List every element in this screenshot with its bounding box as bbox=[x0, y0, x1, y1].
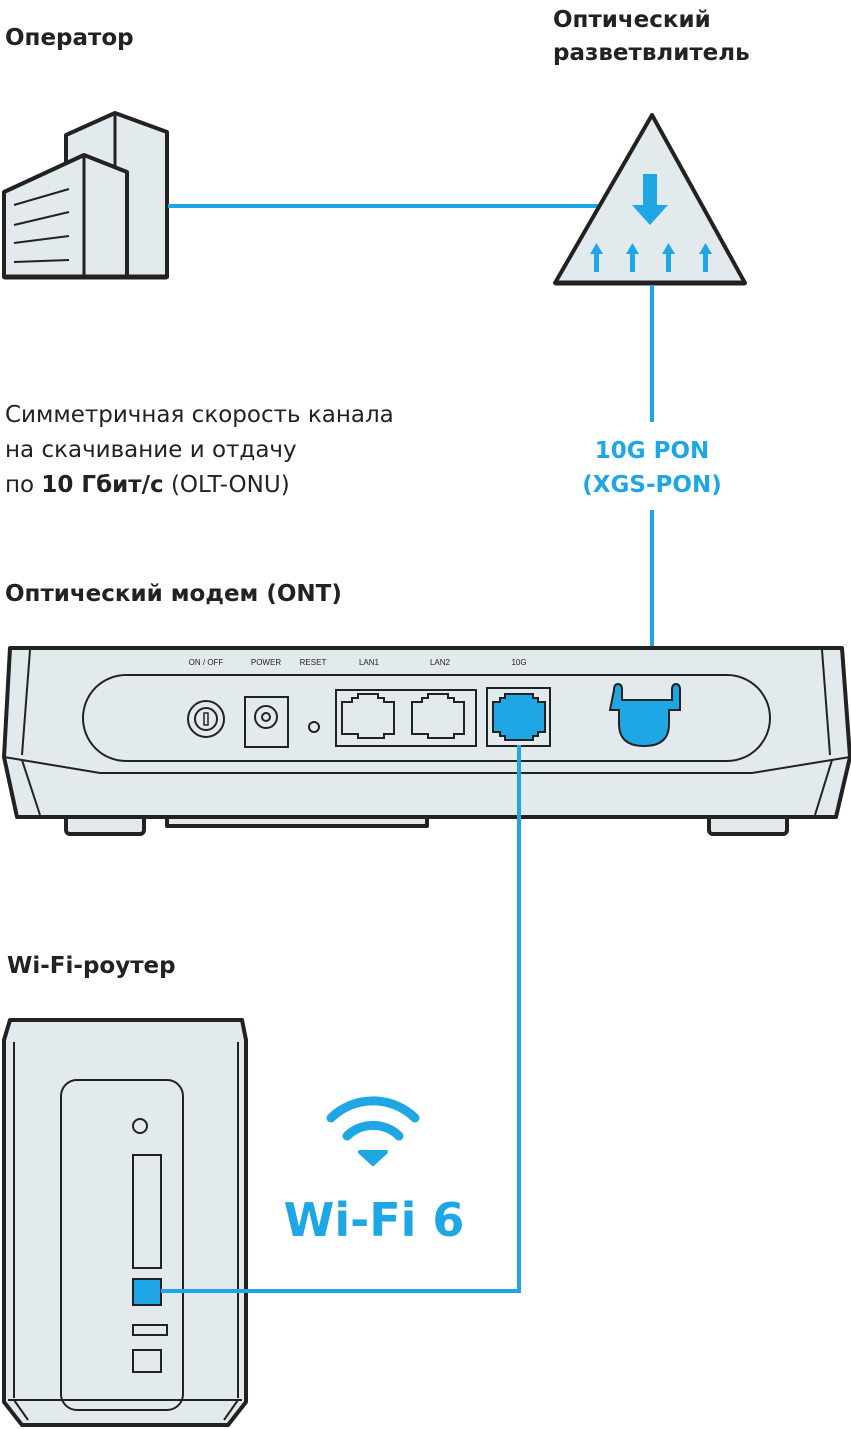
optical-splitter-icon bbox=[553, 113, 747, 286]
ont-modem-icon: ON / OFF POWER RESET LAN1 LAN2 10G bbox=[2, 646, 851, 836]
reset-hole-icon bbox=[308, 721, 320, 733]
speed-description-line3: по 10 Гбит/с (OLT-ONU) bbox=[5, 472, 290, 498]
speed-description-line2: на скачивание и отдачу bbox=[5, 437, 297, 463]
wifi-router-icon bbox=[2, 1018, 248, 1427]
wifi-icon bbox=[326, 1096, 420, 1166]
operator-label: Оператор bbox=[5, 25, 134, 51]
port-label-10g: 10G bbox=[511, 658, 526, 667]
wifi-6-label: Wi-Fi 6 bbox=[284, 1193, 465, 1247]
splitter-label-line1: Оптический bbox=[553, 7, 711, 33]
power-switch-icon bbox=[187, 700, 225, 738]
port-label-power: POWER bbox=[251, 658, 281, 667]
router-label: Wi-Fi-роутер bbox=[7, 953, 176, 979]
downstream-arrow-icon bbox=[632, 174, 668, 225]
optical-connector-icon bbox=[608, 682, 681, 748]
speed-description-line1: Симметричная скорость канала bbox=[5, 402, 394, 428]
splitter-label-line2: разветвлитель bbox=[553, 40, 750, 66]
power-jack-icon bbox=[244, 696, 289, 748]
lan-ports-icon bbox=[335, 689, 477, 747]
ethernet-cable-line bbox=[161, 745, 521, 1293]
port-label-reset: RESET bbox=[300, 658, 327, 667]
port-label-lan2: LAN2 bbox=[430, 658, 451, 667]
port-label-onoff: ON / OFF bbox=[189, 658, 224, 667]
upstream-arrows-icon bbox=[590, 243, 712, 272]
port-label-lan1: LAN1 bbox=[359, 658, 380, 667]
pon-label-line2: (XGS-PON) bbox=[582, 472, 721, 498]
modem-label: Оптический модем (ONT) bbox=[5, 581, 342, 607]
router-wan-port-icon bbox=[132, 1278, 162, 1306]
pon-label-line1: 10G PON bbox=[595, 438, 710, 464]
operator-building-icon bbox=[2, 111, 169, 280]
